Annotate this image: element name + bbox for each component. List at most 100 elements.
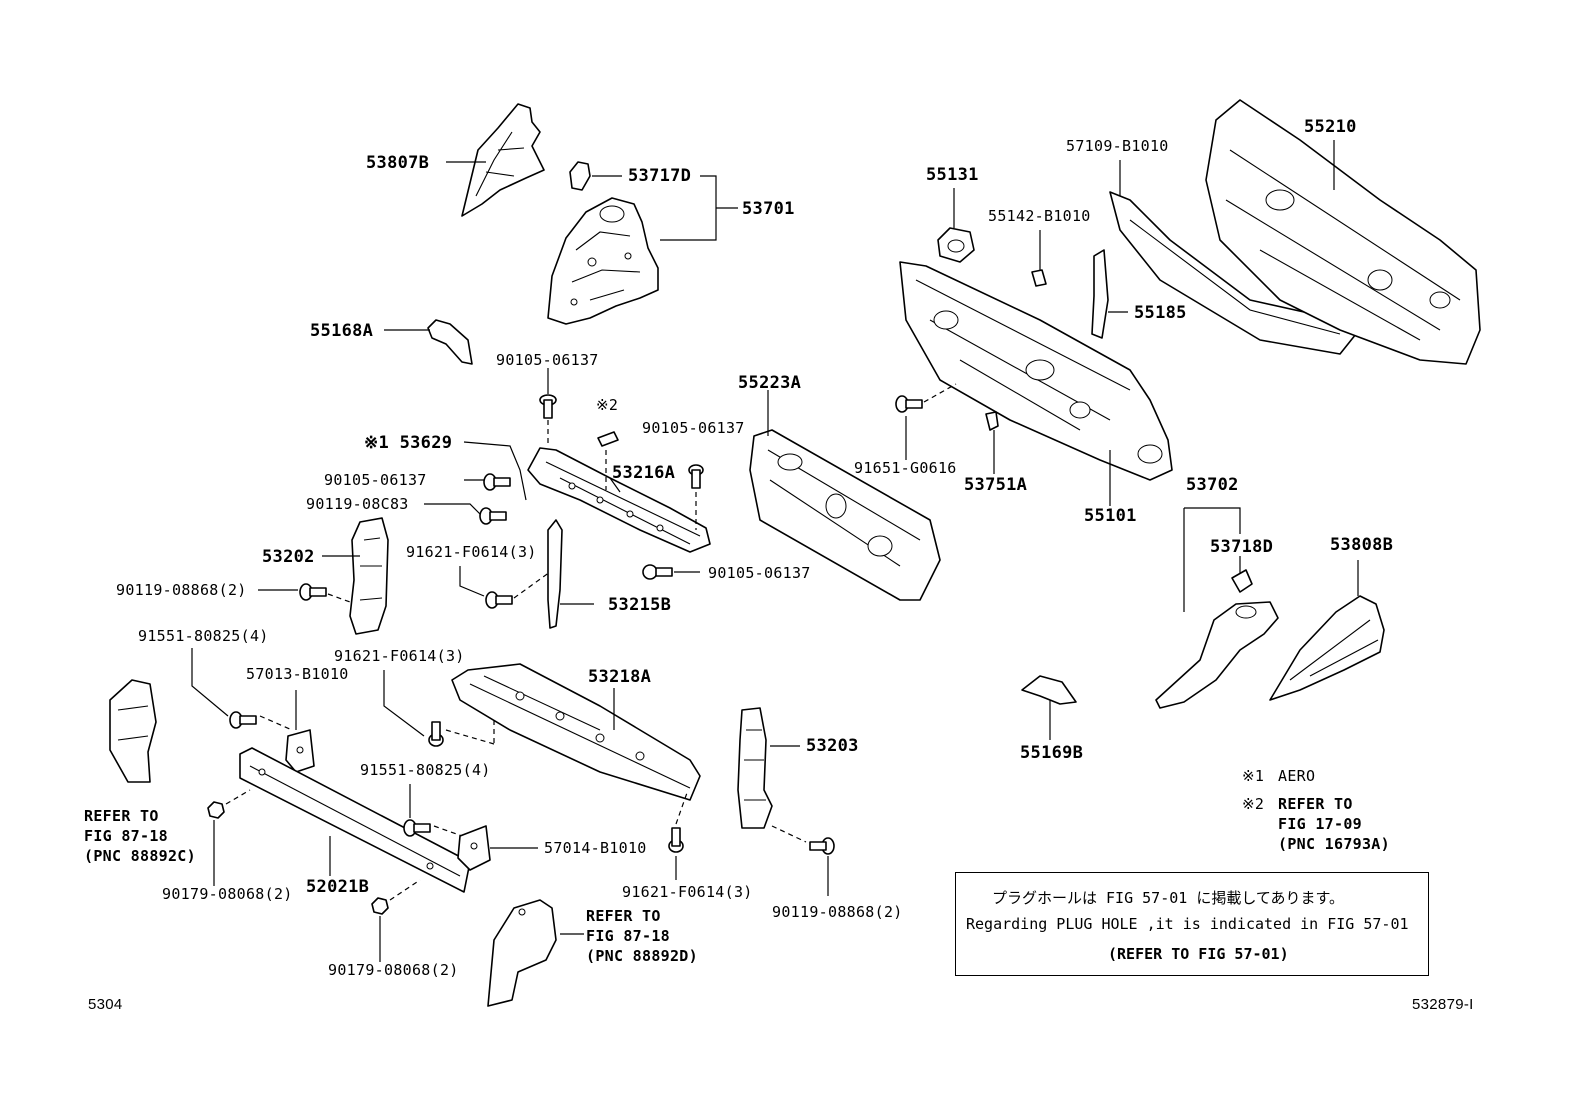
bolt-91621-F0614-b	[428, 721, 444, 747]
label-90105-06137-left: 90105-06137	[324, 471, 427, 489]
label-53717D: 53717D	[628, 166, 692, 186]
dash-91621-c	[675, 789, 689, 825]
label-53218A: 53218A	[588, 667, 652, 687]
part-55185-drawing	[1091, 249, 1109, 339]
label-90105-06137-lower: 90105-06137	[708, 564, 811, 582]
label-53702: 53702	[1186, 475, 1239, 495]
leader-53629	[463, 441, 527, 501]
label-53718D: 53718D	[1210, 537, 1274, 557]
label-53751A: 53751A	[964, 475, 1028, 495]
part-53702-drawing	[1155, 601, 1279, 709]
refer-left-line3: (PNC 88892C)	[84, 847, 196, 865]
part-57013-B1010-drawing	[285, 729, 315, 773]
dash-90119-b	[771, 825, 807, 843]
part-53218A-drawing	[451, 663, 701, 801]
part-55210-drawing	[1205, 99, 1481, 365]
legend-note2-line3: (PNC 16793A)	[1278, 835, 1390, 853]
part-52021B-drawing	[239, 747, 471, 893]
dash-91621-a	[513, 571, 551, 599]
nut-90179-08068-a	[207, 801, 225, 819]
label-90119-08868-b: 90119-08868(2)	[772, 903, 903, 921]
label-91621-F0614-a: 91621-F0614(3)	[406, 543, 537, 561]
refer-left-line2: FIG 87-18	[84, 827, 168, 845]
leader-90119-08C83	[424, 503, 481, 515]
part-57014-B1010-drawing	[457, 825, 491, 871]
bolt-90119-08C83	[479, 507, 507, 525]
label-90179-08068-a: 90179-08068(2)	[162, 885, 293, 903]
bolt-91651-G0616	[895, 395, 923, 413]
label-90179-08068-b: 90179-08068(2)	[328, 961, 459, 979]
part-53216A-drawing	[527, 447, 711, 553]
drawing-id: 532879-I	[1412, 996, 1474, 1013]
label-91651-G0616: 91651-G0616	[854, 459, 957, 477]
label-53216A: 53216A	[612, 463, 676, 483]
part-55223A-drawing	[749, 429, 941, 601]
label-53807B: 53807B	[366, 153, 430, 173]
note-en: Regarding PLUG HOLE ,it is indicated in …	[966, 915, 1409, 933]
bracket-53701	[660, 175, 738, 241]
part-55169B-drawing	[1021, 675, 1077, 705]
part-53215B-drawing	[547, 519, 563, 629]
dash-90179-b	[389, 879, 421, 901]
label-53203: 53203	[806, 736, 859, 756]
bolt-90119-08868-b	[809, 837, 835, 855]
note-jp: プラグホールは FIG 57-01 に掲載してあります。	[992, 889, 1344, 907]
dash-91621-b	[445, 720, 495, 745]
leader-91621-b	[383, 670, 425, 737]
bolt-90105-06137-c	[483, 473, 511, 491]
label-57109-B1010: 57109-B1010	[1066, 137, 1169, 155]
label-55142-B1010: 55142-B1010	[988, 207, 1091, 225]
label-90119-08868-a: 90119-08868(2)	[116, 581, 247, 599]
page-code: 5304	[88, 996, 123, 1013]
label-91621-F0614-b: 91621-F0614(3)	[334, 647, 465, 665]
bolt-90105-06137-d	[642, 564, 673, 580]
note-refer: (REFER TO FIG 57-01)	[1108, 945, 1289, 963]
label-55210: 55210	[1304, 117, 1357, 137]
part-53202-drawing	[349, 517, 389, 635]
label-55101: 55101	[1084, 506, 1137, 526]
part-53203-drawing	[737, 707, 773, 829]
bolt-90105-06137-a	[539, 394, 557, 419]
dash-91551-a	[259, 715, 293, 731]
label-90105-06137-top: 90105-06137	[496, 351, 599, 369]
label-57014-B1010: 57014-B1010	[544, 839, 647, 857]
part-55131-drawing	[937, 227, 975, 263]
part-55142-B1010-drawing	[1031, 269, 1047, 287]
label-90105-06137-right: 90105-06137	[642, 419, 745, 437]
part-53701-drawing	[547, 197, 659, 325]
label-91551-80825-b: 91551-80825(4)	[360, 761, 491, 779]
label-53629: ※1 53629	[364, 433, 453, 453]
plug-hole-note-box: プラグホールは FIG 57-01 に掲載してあります。 Regarding P…	[955, 872, 1429, 976]
dash-91551-b	[433, 825, 463, 837]
dash-90119-a	[327, 593, 351, 603]
label-90119-08C83: 90119-08C83	[306, 495, 409, 513]
label-55223A: 55223A	[738, 373, 802, 393]
refer-bottom-line2: FIG 87-18	[586, 927, 670, 945]
part-53751A-drawing	[985, 411, 999, 431]
refer-bottom-line3: (PNC 88892D)	[586, 947, 698, 965]
leader-53216A	[609, 477, 621, 493]
dash-91651	[923, 383, 957, 403]
label-53202: 53202	[262, 547, 315, 567]
plug-mark-2	[597, 431, 619, 447]
label-52021B: 52021B	[306, 877, 370, 897]
bracket-53702	[1183, 507, 1241, 612]
legend-note2-line2: FIG 17-09	[1278, 815, 1362, 833]
part-55101-drawing	[899, 261, 1173, 481]
part-refer-88892C-drawing	[109, 679, 157, 783]
bolt-91621-F0614-a	[485, 591, 513, 609]
label-mark-2: ※2	[596, 396, 619, 414]
bolt-91551-80825-a	[229, 711, 257, 729]
label-91621-F0614-c: 91621-F0614(3)	[622, 883, 753, 901]
dash-90179-a	[225, 789, 251, 805]
label-91551-80825-a: 91551-80825(4)	[138, 627, 269, 645]
label-55168A: 55168A	[310, 321, 374, 341]
refer-left-line1: REFER TO	[84, 807, 159, 825]
part-53718D-drawing	[1231, 569, 1253, 593]
part-55168A-drawing	[427, 319, 473, 365]
part-53808B-drawing	[1269, 595, 1385, 701]
bolt-90105-06137-b	[688, 464, 704, 489]
refer-bottom-line1: REFER TO	[586, 907, 661, 925]
